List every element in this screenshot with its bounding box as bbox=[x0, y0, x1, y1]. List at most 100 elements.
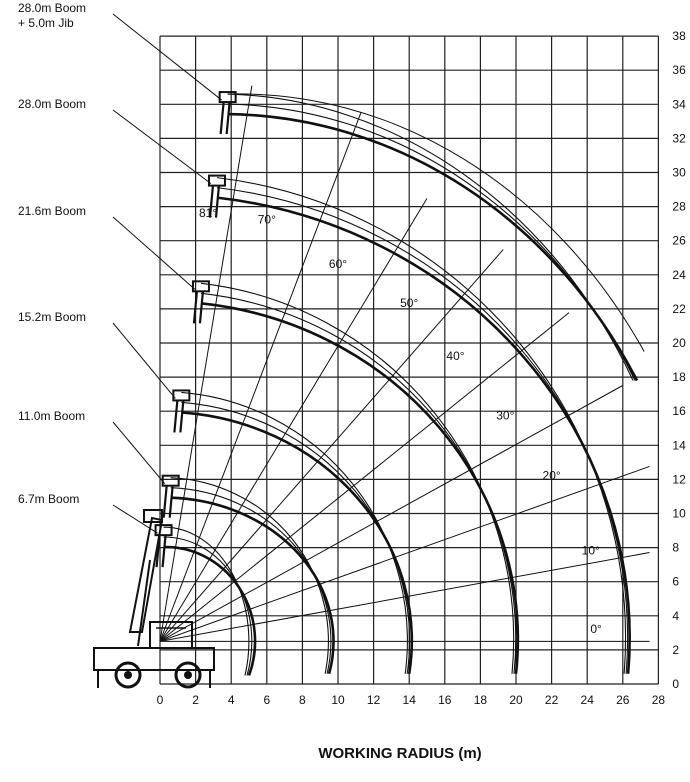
boom-tip-mast bbox=[162, 485, 168, 518]
boom-label: + 5.0m Jib bbox=[18, 16, 74, 30]
jib-arc bbox=[227, 93, 645, 352]
x-tick-label: 16 bbox=[438, 693, 452, 707]
y-tick-label: 12 bbox=[672, 472, 686, 486]
y-tick-label: 34 bbox=[672, 97, 686, 111]
boom-tip-head bbox=[191, 280, 210, 293]
x-tick-label: 2 bbox=[192, 693, 199, 707]
boom-label: 21.6m Boom bbox=[18, 204, 86, 218]
boom-label: 11.0m Boom bbox=[18, 409, 85, 423]
boom-tip-mast bbox=[225, 101, 231, 135]
y-tick-label: 28 bbox=[672, 200, 686, 214]
boom-arc bbox=[200, 302, 520, 674]
boom-tip-head bbox=[218, 91, 237, 104]
x-tick-label: 18 bbox=[474, 693, 488, 707]
boom-tip-head bbox=[161, 474, 180, 487]
y-tick-label: 8 bbox=[672, 541, 679, 555]
angle-line bbox=[159, 249, 504, 642]
boom-arc bbox=[170, 487, 332, 674]
angle-line bbox=[159, 465, 650, 642]
boom-leader-line bbox=[112, 421, 166, 485]
angle-label: 50° bbox=[400, 296, 418, 310]
rear-hub bbox=[184, 671, 192, 679]
x-tick-label: 20 bbox=[509, 693, 523, 707]
angle-label: 0° bbox=[590, 622, 602, 636]
boom-arc bbox=[181, 401, 411, 674]
boom-arc bbox=[163, 545, 257, 676]
boom-leader-line bbox=[112, 13, 222, 101]
x-tick-label: 6 bbox=[263, 693, 270, 707]
boom-arc bbox=[227, 93, 634, 381]
boom-arc bbox=[227, 103, 636, 381]
y-tick-label: 20 bbox=[672, 336, 686, 350]
angle-label: 30° bbox=[496, 409, 514, 423]
x-tick-label: 14 bbox=[403, 693, 417, 707]
boom-tips bbox=[154, 91, 237, 568]
y-tick-label: 26 bbox=[672, 234, 686, 248]
boom-arc bbox=[227, 112, 639, 382]
boom-leader-line bbox=[112, 504, 158, 534]
y-tick-label: 18 bbox=[672, 370, 686, 384]
y-tick-label: 2 bbox=[672, 643, 679, 657]
angle-line bbox=[159, 112, 362, 642]
angle-line bbox=[159, 198, 428, 642]
y-tick-label: 16 bbox=[672, 404, 686, 418]
boom-label: 28.0m Boom bbox=[18, 97, 86, 111]
angle-label: 40° bbox=[446, 349, 464, 363]
boom-leader-line bbox=[112, 322, 176, 399]
boom-tip-mast bbox=[161, 535, 167, 568]
boom-cylinder bbox=[137, 559, 151, 647]
y-tick-label: 10 bbox=[672, 507, 686, 521]
boom-arc bbox=[216, 187, 629, 674]
boom-label: 15.2m Boom bbox=[18, 310, 86, 324]
boom-tip-mast bbox=[214, 185, 221, 218]
boom-arc bbox=[170, 477, 329, 674]
boom-tip-mast bbox=[168, 485, 174, 518]
boom-arc bbox=[163, 526, 250, 676]
boom-tip-mast bbox=[173, 400, 179, 433]
boom-tip-mast bbox=[198, 291, 205, 324]
boom-tip-mast bbox=[208, 185, 215, 218]
boom-arc bbox=[216, 177, 627, 674]
crane-truck bbox=[93, 509, 215, 689]
x-tick-label: 24 bbox=[581, 693, 595, 707]
boom-label: 6.7m Boom bbox=[18, 492, 79, 506]
truck-cab bbox=[149, 621, 193, 649]
boom-tip-head bbox=[207, 174, 226, 187]
x-axis-title: WORKING RADIUS (m) bbox=[318, 745, 481, 762]
x-tick-label: 4 bbox=[228, 693, 235, 707]
front-hub bbox=[124, 671, 132, 679]
boom-arc bbox=[181, 391, 408, 674]
x-tick-label: 0 bbox=[157, 693, 164, 707]
boom-tip-head bbox=[154, 524, 173, 537]
y-tick-label: 30 bbox=[672, 166, 686, 180]
y-tick-label: 6 bbox=[672, 575, 679, 589]
angle-line bbox=[159, 552, 650, 642]
x-tick-label: 10 bbox=[331, 693, 345, 707]
y-tick-label: 0 bbox=[672, 677, 679, 691]
x-tick-label: 8 bbox=[299, 693, 306, 707]
y-tick-label: 38 bbox=[672, 29, 686, 43]
angle-label: 70° bbox=[258, 213, 276, 227]
boom-arc bbox=[181, 411, 414, 674]
boom-leader-line bbox=[112, 216, 196, 290]
y-tick-label: 22 bbox=[672, 302, 686, 316]
boom-arc bbox=[216, 196, 631, 674]
y-tick-label: 36 bbox=[672, 63, 686, 77]
angle-label: 20° bbox=[543, 468, 561, 482]
angle-line bbox=[159, 312, 570, 642]
boom-label: 28.0m Boom bbox=[18, 1, 86, 15]
x-tick-label: 28 bbox=[652, 693, 666, 707]
boom-tip-mast bbox=[179, 400, 185, 433]
y-tick-label: 4 bbox=[672, 609, 679, 623]
boom-arcs bbox=[163, 93, 645, 676]
x-tick-label: 26 bbox=[616, 693, 630, 707]
boom-arc bbox=[200, 282, 515, 674]
angle-label: 60° bbox=[329, 257, 347, 271]
boom-arc bbox=[200, 292, 517, 674]
angle-lines bbox=[159, 85, 650, 642]
angle-label: 10° bbox=[582, 543, 600, 557]
angle-label: 81° bbox=[199, 206, 217, 220]
grid bbox=[159, 35, 660, 685]
